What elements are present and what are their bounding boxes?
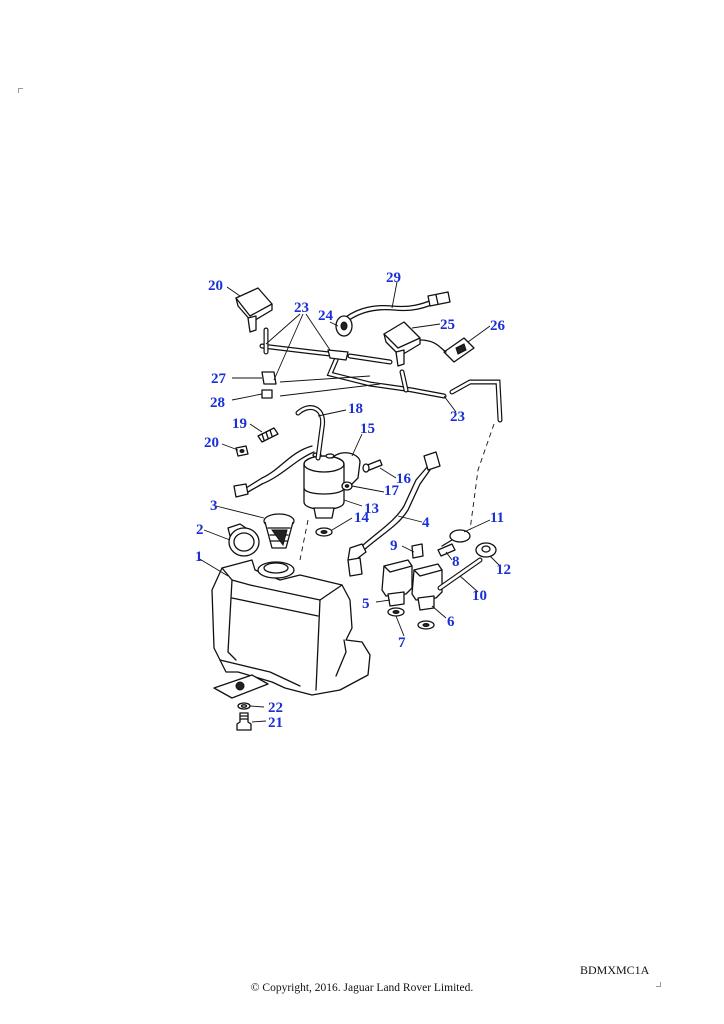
filler-strainer[interactable] [263,513,295,549]
hose-23[interactable] [259,327,503,423]
callout-8: 8 [452,554,460,570]
hose-route-dashed [469,423,495,531]
bolt-21[interactable] [236,712,252,731]
callout-4: 4 [422,515,430,531]
jet-wiring [419,339,447,353]
callout-21: 21 [268,715,283,731]
copyright-notice: © Copyright, 2016. Jaguar Land Rover Lim… [250,982,474,994]
callout-25: 25 [440,317,455,333]
grommet-17[interactable] [341,481,353,491]
pump-wiring-harness [245,445,313,489]
clip-28[interactable] [261,389,273,399]
callout-24: 24 [318,308,334,324]
reservoir-bracket[interactable] [213,674,269,699]
t-piece[interactable] [327,349,349,361]
washer-jet-25[interactable] [383,321,421,367]
pump-wiring-harness-2 [247,451,315,493]
callout-23: 23 [294,300,309,316]
clip-27[interactable] [261,371,277,385]
callout-28: 28 [210,395,225,411]
grommet-7b[interactable] [417,620,435,630]
valve-12[interactable] [475,542,497,558]
callout-1: 1 [195,549,203,565]
leader-lines [197,281,501,723]
hose-18[interactable] [295,405,326,461]
grommet-7a[interactable] [387,607,405,617]
callout-3: 3 [210,498,218,514]
non-return-valve-8[interactable] [437,543,456,557]
washer-jet-20[interactable] [235,287,273,333]
callout-11: 11 [490,510,504,526]
hose-10[interactable] [437,557,483,591]
connector-19[interactable] [257,427,279,443]
callout-20b: 20 [204,435,219,451]
pump-harness-4b [363,469,431,551]
callout-16: 16 [396,471,412,487]
callout-17: 17 [384,483,400,499]
heater-element-26[interactable] [443,337,475,363]
callout-5: 5 [362,596,370,612]
pump-clip-15[interactable] [331,452,361,487]
non-return-valve-11[interactable] [441,529,471,547]
heater-harness-29b [341,303,435,327]
pump-plug[interactable] [347,557,363,577]
washer-pump-motor-13[interactable] [303,452,345,519]
callout-10: 10 [472,588,487,604]
connector-24[interactable] [335,315,353,337]
harness-29-plug[interactable] [427,291,451,307]
callout-2: 2 [196,522,204,538]
callouts: 20 23 24 29 25 26 27 28 23 18 19 20 15 1… [195,270,511,731]
callout-6: 6 [447,614,455,630]
washer-22[interactable] [237,702,251,710]
callout-13: 13 [364,501,379,517]
washer-pump-6[interactable] [411,563,443,611]
connector-20-lower[interactable] [235,445,249,457]
callout-18: 18 [348,401,363,417]
filler-cap[interactable] [227,523,260,557]
callout-20: 20 [208,278,223,294]
washer-pump-5[interactable] [381,559,413,607]
callout-12: 12 [496,562,511,578]
diagram-code: BDMXMC1A [580,963,650,977]
callout-22: 22 [268,700,283,716]
pump-harness-4 [361,465,429,547]
heater-harness-29 [339,299,433,323]
connector-9[interactable] [411,543,424,559]
grommet-14[interactable] [315,527,333,537]
callout-26: 26 [490,318,506,334]
washer-reservoir[interactable] [211,559,371,696]
screw-16[interactable] [362,459,383,473]
callout-29: 29 [386,270,401,286]
callout-14: 14 [354,510,370,526]
harness-connector[interactable] [233,483,249,498]
callout-27: 27 [211,371,227,387]
callout-7: 7 [398,635,406,651]
callout-9: 9 [390,538,398,554]
harness-4-plug[interactable] [423,451,441,471]
callout-19: 19 [232,416,247,432]
callout-23b: 23 [450,409,465,425]
callout-15: 15 [360,421,375,437]
corner-mark-top-left [18,88,23,93]
hose-route-dashed-2 [299,519,309,561]
